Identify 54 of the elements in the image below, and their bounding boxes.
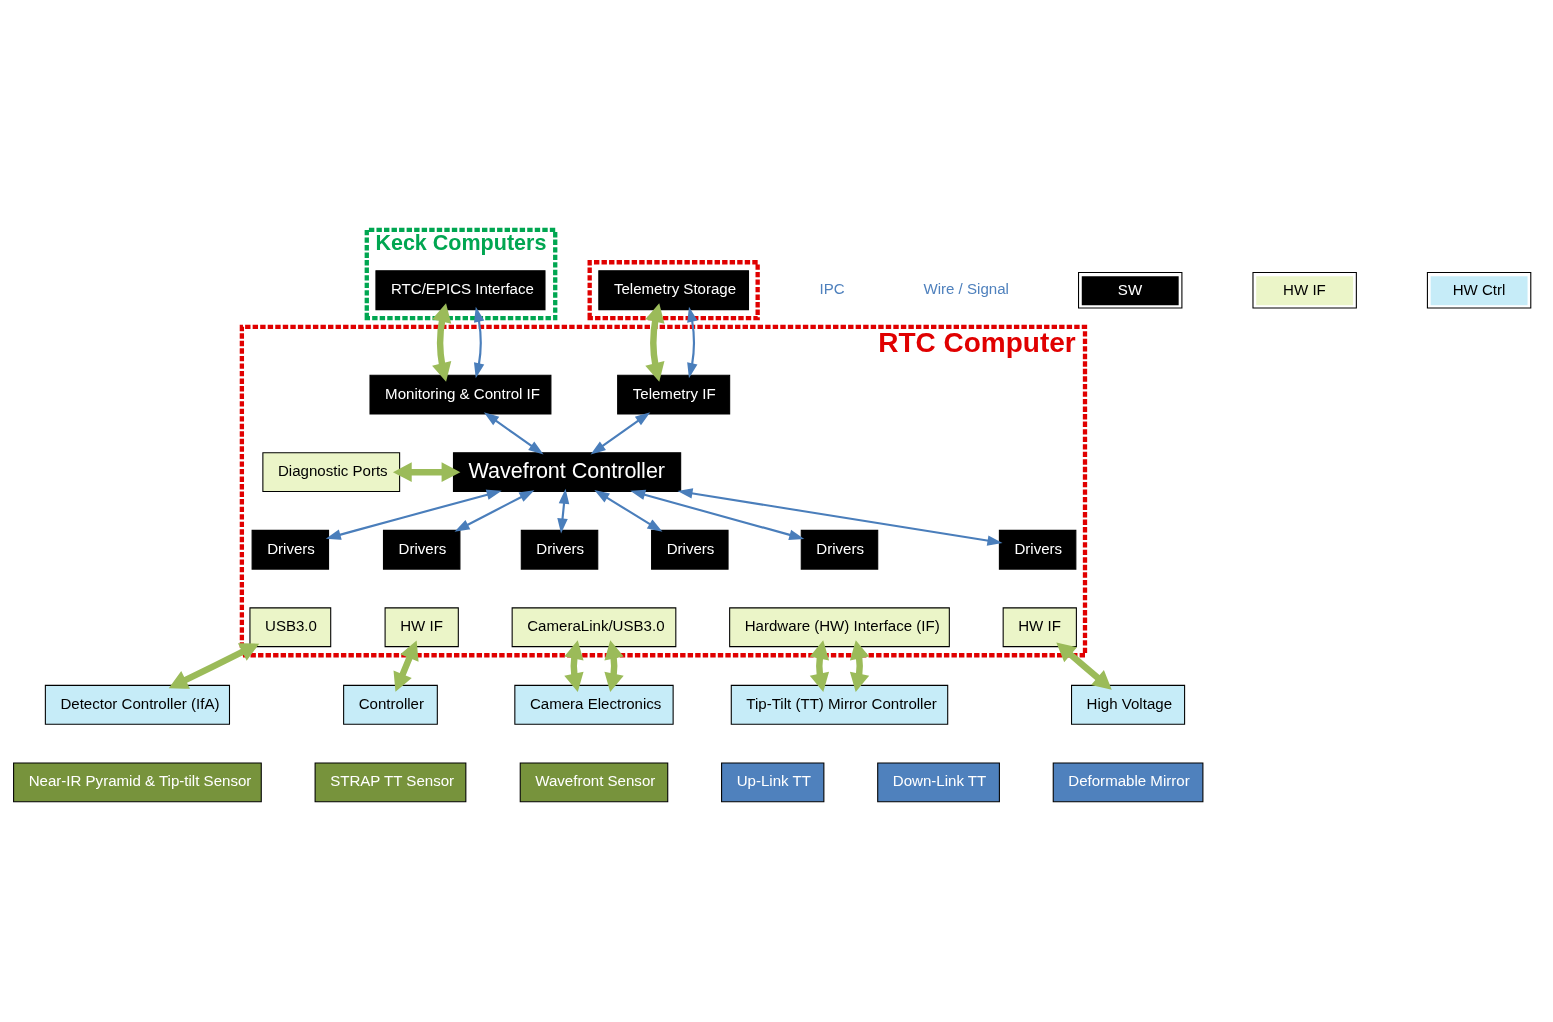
arrow (557, 488, 570, 533)
node-box: Wavefront Sensor (519, 761, 669, 802)
arrow (809, 639, 830, 692)
node-box: Camera Electronics (514, 684, 674, 725)
arrow (473, 306, 485, 378)
node-box: Detector Controller (IfA) (44, 684, 231, 725)
node-box: Controller (343, 684, 438, 725)
node-box: Wavefront Controller (452, 451, 682, 492)
node-box: HW IF (1002, 606, 1077, 647)
node-box: Hardware (HW) Interface (IF) (729, 606, 950, 647)
node-box: Drivers (998, 529, 1077, 570)
node-box: Diagnostic Ports (262, 451, 401, 492)
node-box: Drivers (382, 529, 461, 570)
node-box: Drivers (520, 529, 599, 570)
arrow (590, 411, 651, 454)
node-box: STRAP TT Sensor (314, 761, 467, 802)
arrow (645, 302, 665, 382)
node-box: Drivers (251, 529, 330, 570)
legend-label: Wire / Signal (923, 279, 1009, 297)
node-box: High Voltage (1071, 684, 1186, 725)
node-box: Near-IR Pyramid & Tip-tilt Sensor (13, 761, 262, 802)
node-box: Telemetry IF (617, 374, 731, 415)
arrow (687, 306, 698, 378)
arrow (325, 489, 502, 540)
arrow (483, 411, 544, 454)
cluster (587, 259, 760, 320)
arrow (594, 489, 663, 532)
node-box: Tip-Tilt (TT) Mirror Controller (730, 684, 949, 725)
node-box: USB3.0 (249, 606, 332, 647)
legend-label: IPC (819, 279, 845, 297)
node-box: Telemetry Storage (598, 269, 750, 310)
arrow (168, 642, 260, 689)
arrow (677, 487, 1003, 546)
arrow (392, 461, 461, 482)
node-box: Drivers (800, 529, 879, 570)
legend-label: HW IF (1283, 280, 1326, 298)
arrow (1056, 641, 1112, 690)
arrow (432, 302, 452, 382)
node-box: CameraLink/USB3.0 (511, 606, 677, 647)
node-box: HW IF (384, 606, 459, 647)
node-box: Deformable Mirror (1052, 761, 1204, 802)
node-box: RTC/EPICS Interface (375, 269, 546, 310)
legend-label: HW Ctrl (1452, 280, 1506, 298)
node-box: Drivers (651, 529, 729, 570)
arrow (454, 489, 535, 532)
arrow (849, 639, 870, 692)
arrow (604, 639, 624, 692)
arrow (630, 489, 805, 540)
node-box: Monitoring & Control IF (369, 374, 552, 415)
arrow (393, 640, 419, 692)
node-box: Down-Link TT (877, 761, 1000, 802)
legend-label: SW (1117, 280, 1143, 298)
node-box: Up-Link TT (721, 761, 825, 802)
arrow (564, 639, 584, 692)
